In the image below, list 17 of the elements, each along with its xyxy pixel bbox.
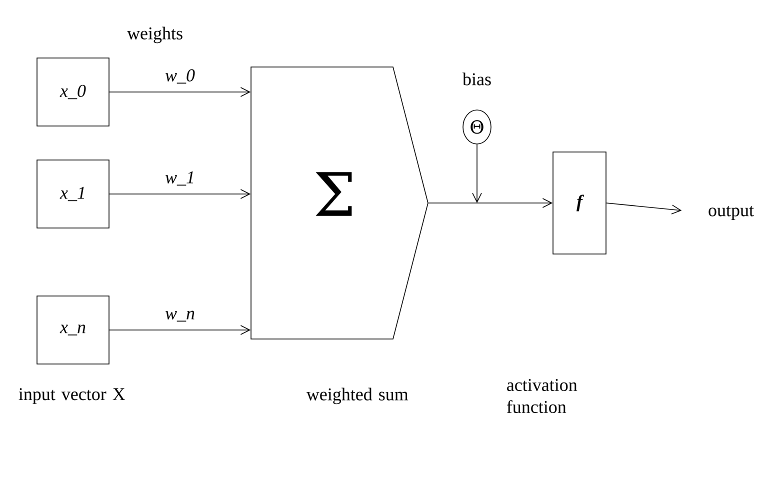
weight-label: w_0 <box>164 68 196 85</box>
weight-label: w_1 <box>164 170 196 187</box>
summation-block: Σ <box>250 66 428 340</box>
activation-box: f <box>552 152 606 254</box>
arrow <box>472 144 482 203</box>
arrow <box>606 202 682 214</box>
caption-text: activation function <box>506 378 578 414</box>
arrow <box>109 189 251 199</box>
arrow <box>109 87 251 97</box>
output-label: output <box>708 206 754 220</box>
arrow <box>109 325 251 335</box>
arrow <box>428 198 553 208</box>
bias-label: bias <box>462 72 491 86</box>
input-box: x_n <box>36 296 110 364</box>
weight-label: w_n <box>164 310 196 323</box>
input-box: x_1 <box>36 160 110 228</box>
input-box: x_0 <box>36 58 110 126</box>
